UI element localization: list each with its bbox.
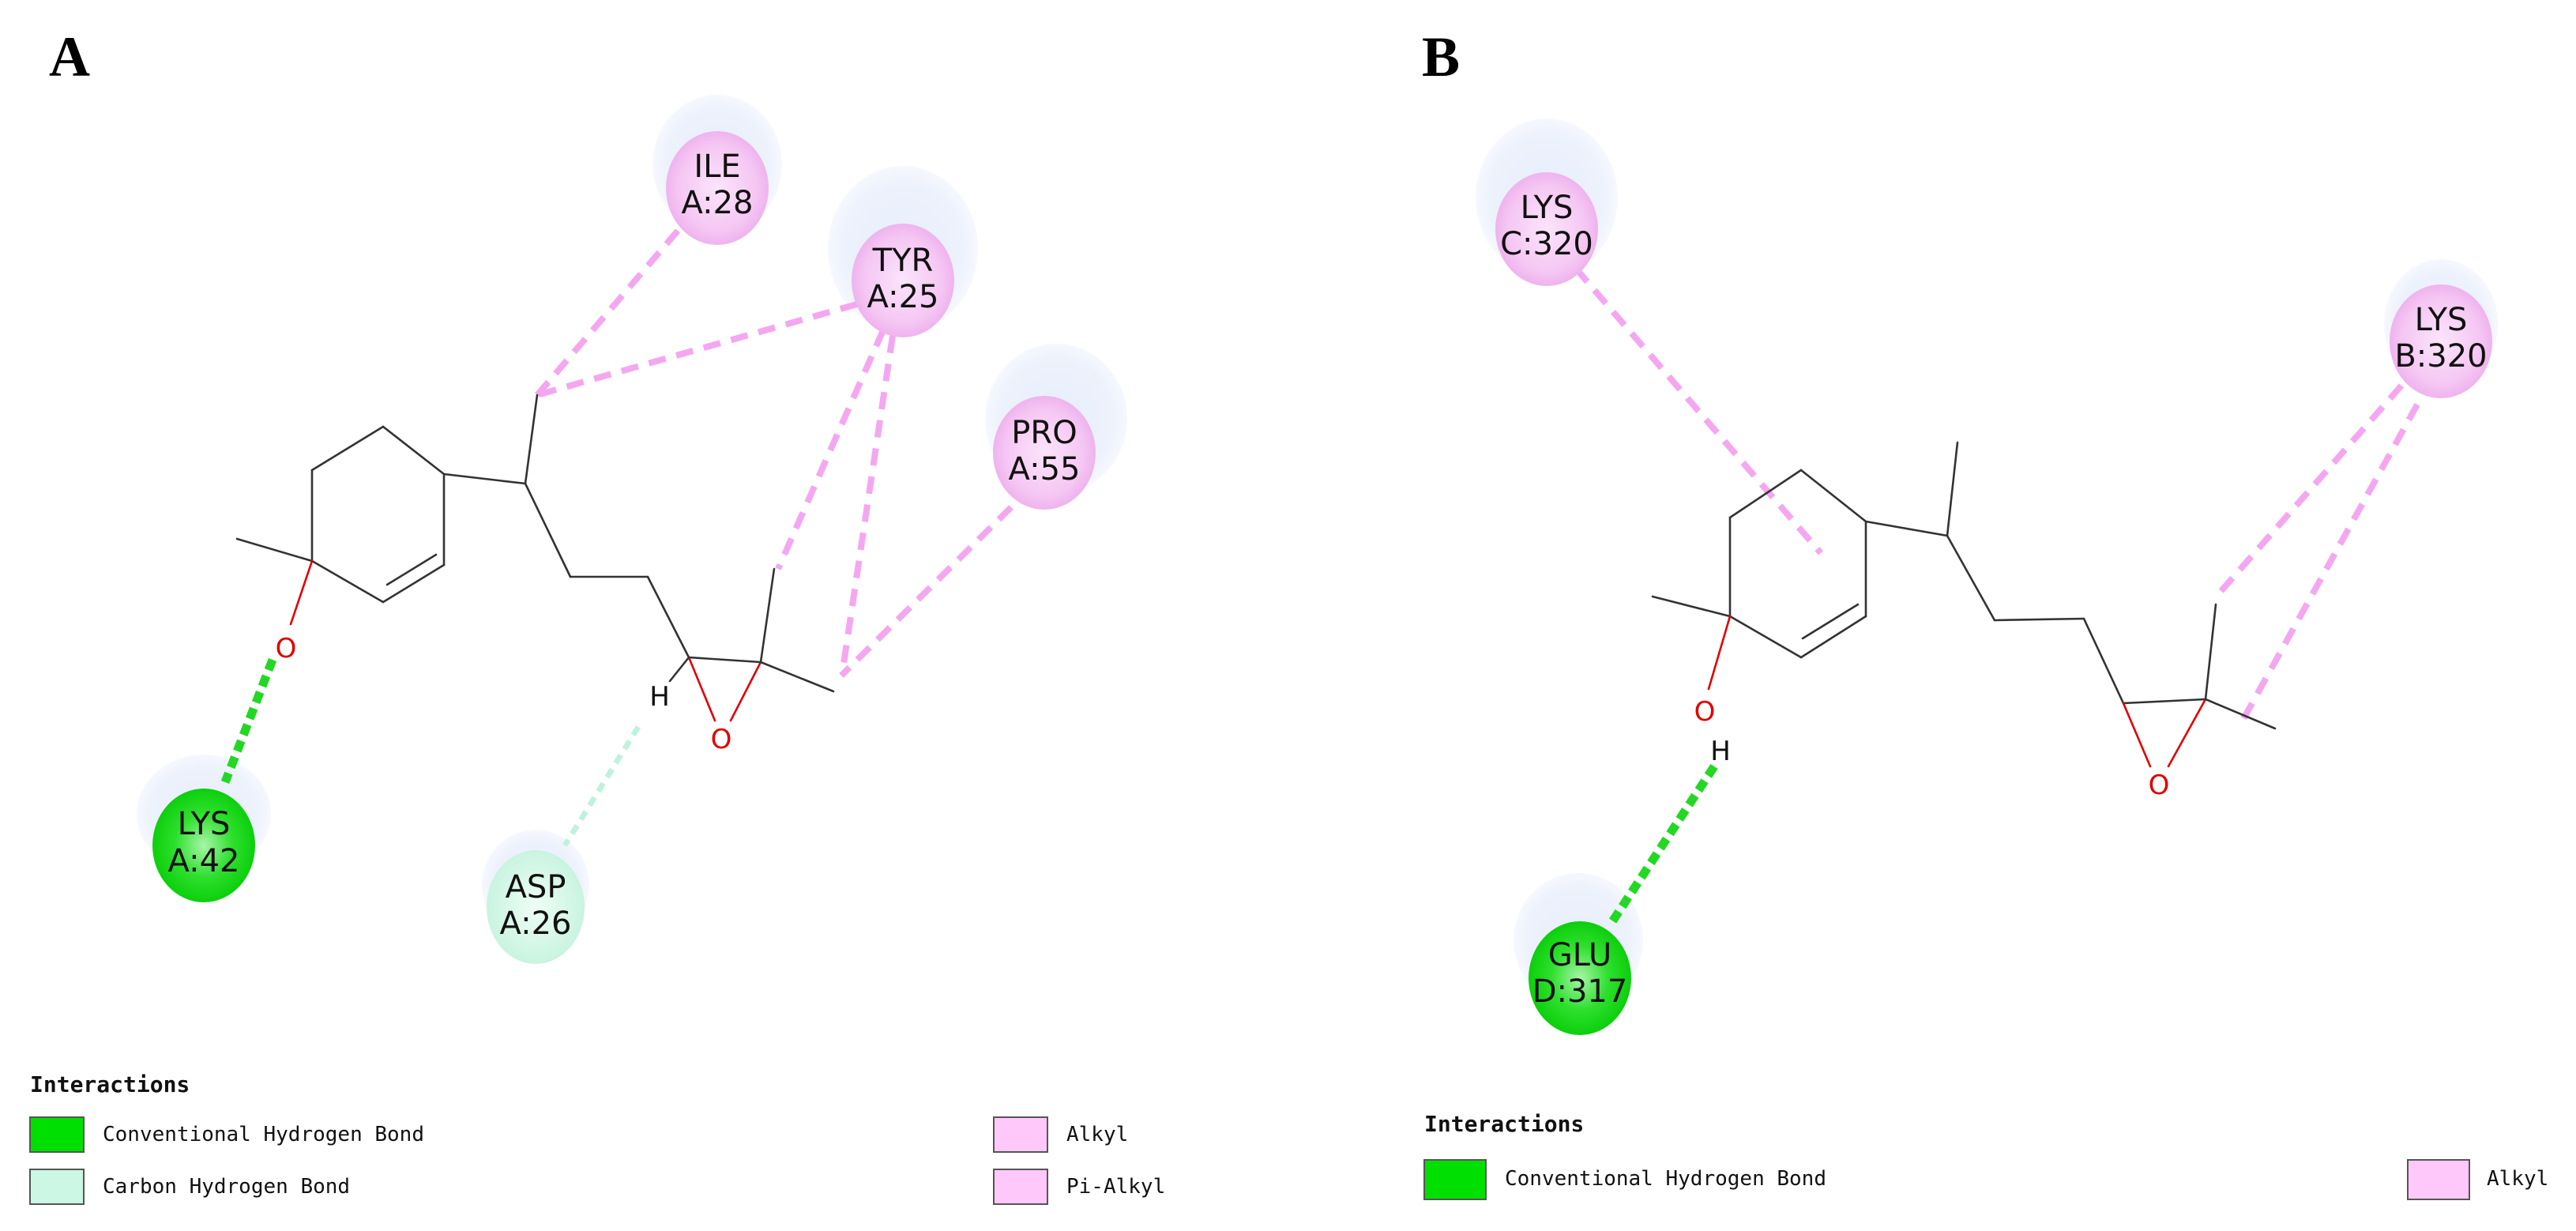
legend-title: Interactions [30, 1071, 190, 1097]
svg-text:LYS: LYS [178, 806, 231, 842]
carbon-hydrogen-bond-line [562, 725, 641, 847]
svg-text:A:26: A:26 [499, 905, 571, 942]
legend-swatch [29, 1169, 85, 1205]
hydrogen-bond-line [1608, 763, 1718, 926]
svg-text:A:28: A:28 [681, 185, 753, 221]
legend-label: Pi-Alkyl [1066, 1175, 1165, 1199]
residue-tyr-a25: TYR A:25 [852, 224, 954, 337]
legend-label: Alkyl [1066, 1123, 1128, 1146]
residue-glu-d317: GLU D:317 [1529, 921, 1631, 1035]
legend-label: Carbon Hydrogen Bond [103, 1175, 350, 1199]
pi-alkyl-interaction-line [536, 301, 859, 398]
pi-alkyl-interaction-line [775, 329, 886, 570]
svg-text:C:320: C:320 [1500, 226, 1593, 262]
alkyl-interaction-line [2240, 403, 2420, 721]
hydrogen-atom: H [649, 681, 670, 713]
legend-title: Interactions [1424, 1111, 1584, 1137]
svg-text:ILE: ILE [694, 149, 740, 185]
svg-text:A:55: A:55 [1008, 451, 1080, 488]
legend-b: Interactions Conventional Hydrogen Bond … [1423, 1111, 2548, 1200]
oxygen-atom: O [276, 633, 297, 664]
svg-text:LYS: LYS [2415, 302, 2468, 338]
alkyl-interaction-line [1573, 266, 1824, 555]
svg-text:D:317: D:317 [1532, 973, 1628, 1010]
residue-lys-c320: LYS C:320 [1495, 172, 1598, 286]
residue-pro-a55: PRO A:55 [993, 396, 1096, 510]
panel-b-label: B [1422, 25, 1460, 88]
legend-swatch [2407, 1159, 2470, 1200]
pi-alkyl-interaction-line [839, 505, 1013, 678]
alkyl-interaction-line [2217, 383, 2405, 595]
svg-text:TYR: TYR [872, 243, 934, 279]
legend-swatch [993, 1169, 1048, 1205]
oxygen-atom: O [711, 724, 732, 755]
legend-swatch [993, 1116, 1048, 1153]
legend-label: Alkyl [2487, 1167, 2548, 1191]
oxygen-atom: O [1694, 696, 1716, 728]
ligand-molecule-a [235, 393, 835, 722]
residue-lys-b320: LYS B:320 [2390, 284, 2492, 398]
oxygen-atom: O [2149, 770, 2170, 801]
legend-swatch [29, 1116, 85, 1153]
svg-text:LYS: LYS [1521, 190, 1574, 226]
pi-alkyl-interaction-line [840, 335, 896, 664]
legend-label: Conventional Hydrogen Bond [103, 1123, 424, 1146]
legend-label: Conventional Hydrogen Bond [1505, 1167, 1826, 1191]
residue-lys-a42: LYS A:42 [152, 789, 255, 902]
legend-a: Interactions Conventional Hydrogen Bond … [29, 1071, 1165, 1205]
residue-asp-a26: ASP A:26 [487, 850, 585, 964]
panel-b: B [1422, 25, 2548, 1200]
alkyl-interaction-line [534, 228, 681, 397]
hydrogen-bond-line [220, 658, 277, 784]
panel-a-label: A [49, 25, 90, 88]
svg-text:PRO: PRO [1011, 415, 1077, 451]
svg-text:A:25: A:25 [867, 279, 938, 315]
ligand-molecule-b [1651, 441, 2277, 768]
svg-text:GLU: GLU [1548, 937, 1612, 973]
legend-swatch [1423, 1159, 1487, 1200]
panel-a: A [29, 25, 1165, 1205]
svg-text:ASP: ASP [506, 869, 566, 905]
svg-text:A:42: A:42 [167, 843, 239, 879]
hydrogen-atom: H [1710, 736, 1731, 767]
svg-text:B:320: B:320 [2394, 338, 2487, 375]
residue-ile-a28: ILE A:28 [666, 131, 769, 245]
